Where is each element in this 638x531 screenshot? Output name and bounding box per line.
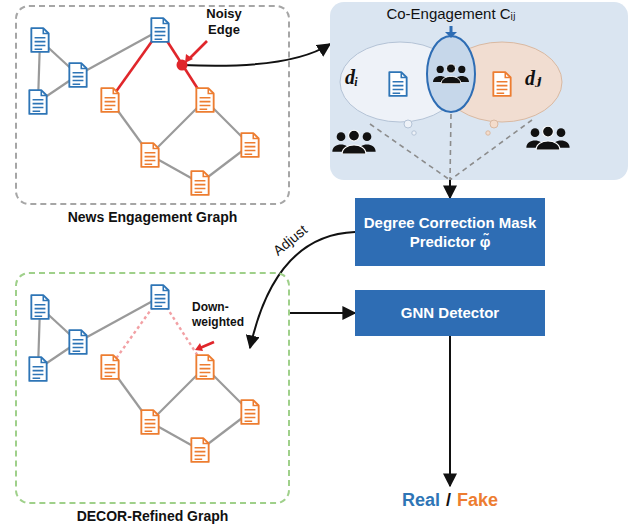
news-document-icon (31, 28, 48, 52)
pointer-arrowhead (185, 54, 193, 63)
bubble-dot (412, 131, 416, 135)
co-engagement-ring (427, 36, 475, 112)
news-document-icon (141, 143, 158, 167)
news-document-icon (69, 330, 86, 354)
news-document-icon (31, 295, 48, 319)
flow-arrow (182, 44, 330, 66)
document-symbol: dᵢ (345, 66, 358, 89)
pointer-arrow (200, 342, 214, 348)
edge-label: Adjust (268, 220, 311, 259)
process-box: Degree Correction Mask Predictor φ̃ (355, 198, 545, 266)
graph-illustration (15, 272, 290, 504)
news-document-icon (493, 72, 510, 96)
flow-arrow (290, 312, 355, 314)
news-document-icon (151, 18, 168, 42)
panel-title: News Engagement Graph (15, 209, 290, 225)
flow-arrow (449, 180, 451, 198)
output-labels: Real / Fake (350, 490, 550, 511)
engagement-lines (370, 114, 532, 180)
users-icon (332, 130, 375, 154)
box-label: Degree Correction Mask Predictor φ̃ (355, 213, 545, 252)
panel: News Engagement Graph (15, 5, 290, 233)
news-document-icon (29, 90, 46, 114)
news-document-icon (241, 400, 258, 424)
news-document-icon (196, 355, 213, 379)
users-icon (433, 64, 469, 84)
pointer-arrowhead (195, 343, 203, 351)
panel: Co-Engagement Cᵢⱼ (330, 2, 628, 180)
news-document-icon (241, 133, 258, 157)
process-box: GNN Detector (355, 290, 545, 336)
news-document-icon (29, 357, 46, 381)
output-class: / (446, 490, 451, 511)
engagement-edge (78, 30, 160, 75)
news-document-icon (101, 355, 118, 379)
bubble-dot (486, 131, 490, 135)
news-document-icon (141, 410, 158, 434)
news-document-icon (69, 63, 86, 87)
output-class: Real (402, 490, 440, 511)
news-document-icon (101, 88, 118, 112)
pointer-arrowhead (445, 32, 457, 38)
box-label: GNN Detector (393, 303, 507, 323)
panel-title: DECOR-Refined Graph (15, 508, 290, 524)
callout-label: Down-weighted (192, 300, 250, 330)
output-class: Fake (457, 490, 498, 511)
pointer-arrow (189, 41, 207, 59)
co-engagement-illustration (330, 2, 628, 180)
output-arrow (449, 336, 451, 486)
news-document-icon (191, 438, 208, 462)
callout-label: Noisy Edge (199, 6, 249, 37)
bubble-dot (490, 120, 498, 128)
pointer-arrow (450, 26, 453, 33)
news-document-icon (389, 72, 406, 96)
news-document-icon (191, 171, 208, 195)
news-document-icon (151, 285, 168, 309)
engagement-edge (78, 297, 160, 342)
graph-illustration (15, 5, 290, 205)
bubble-dot (404, 120, 412, 128)
document-symbol: dⱼ (525, 66, 541, 90)
news-document-icon (196, 88, 213, 112)
flow-arrow (250, 232, 355, 348)
panel-title: Co-Engagement Cᵢⱼ (330, 5, 572, 23)
users-icon (526, 126, 569, 150)
panel: DECOR-Refined Graph (15, 272, 290, 527)
